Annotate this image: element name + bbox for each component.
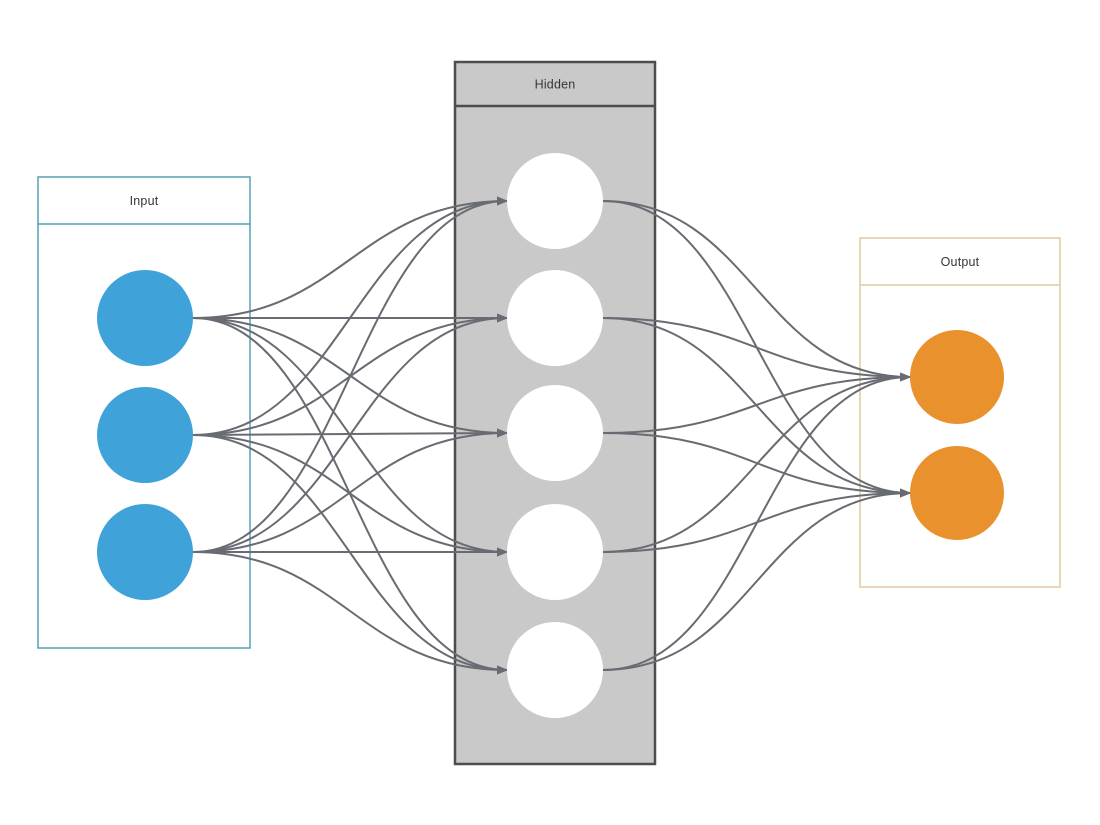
- input-node-3: [97, 504, 193, 600]
- edge-hidden5-output1: [602, 372, 911, 671]
- edge-hidden1-output1: [602, 200, 911, 382]
- hidden-node-2: [507, 270, 603, 366]
- input-layer-label: Input: [130, 194, 159, 208]
- edge-input3-hidden3: [192, 428, 508, 553]
- input-node-1: [97, 270, 193, 366]
- output-nodes: [910, 330, 1004, 540]
- edge-input3-hidden1: [192, 196, 508, 553]
- input-nodes: [97, 270, 193, 600]
- output-node-2: [910, 446, 1004, 540]
- hidden-node-4: [507, 504, 603, 600]
- edge-input1-hidden1: [192, 196, 508, 319]
- hidden-layer-label: Hidden: [535, 78, 576, 92]
- edge-input3-hidden5: [192, 551, 508, 675]
- output-node-1: [910, 330, 1004, 424]
- edges: [192, 196, 911, 675]
- edge-hidden4-output1: [602, 372, 911, 553]
- edge-hidden2-output1: [602, 317, 911, 382]
- edge-hidden5-output2: [602, 488, 911, 671]
- edge-hidden3-output1: [602, 372, 911, 434]
- edge-input3-hidden2: [192, 313, 508, 553]
- edge-hidden3-output2: [602, 432, 911, 498]
- hidden-node-1: [507, 153, 603, 249]
- edge-input2-hidden1: [192, 196, 508, 436]
- input-node-2: [97, 387, 193, 483]
- output-layer-label: Output: [941, 255, 980, 269]
- hidden-node-3: [507, 385, 603, 481]
- hidden-nodes: [507, 153, 603, 718]
- hidden-node-5: [507, 622, 603, 718]
